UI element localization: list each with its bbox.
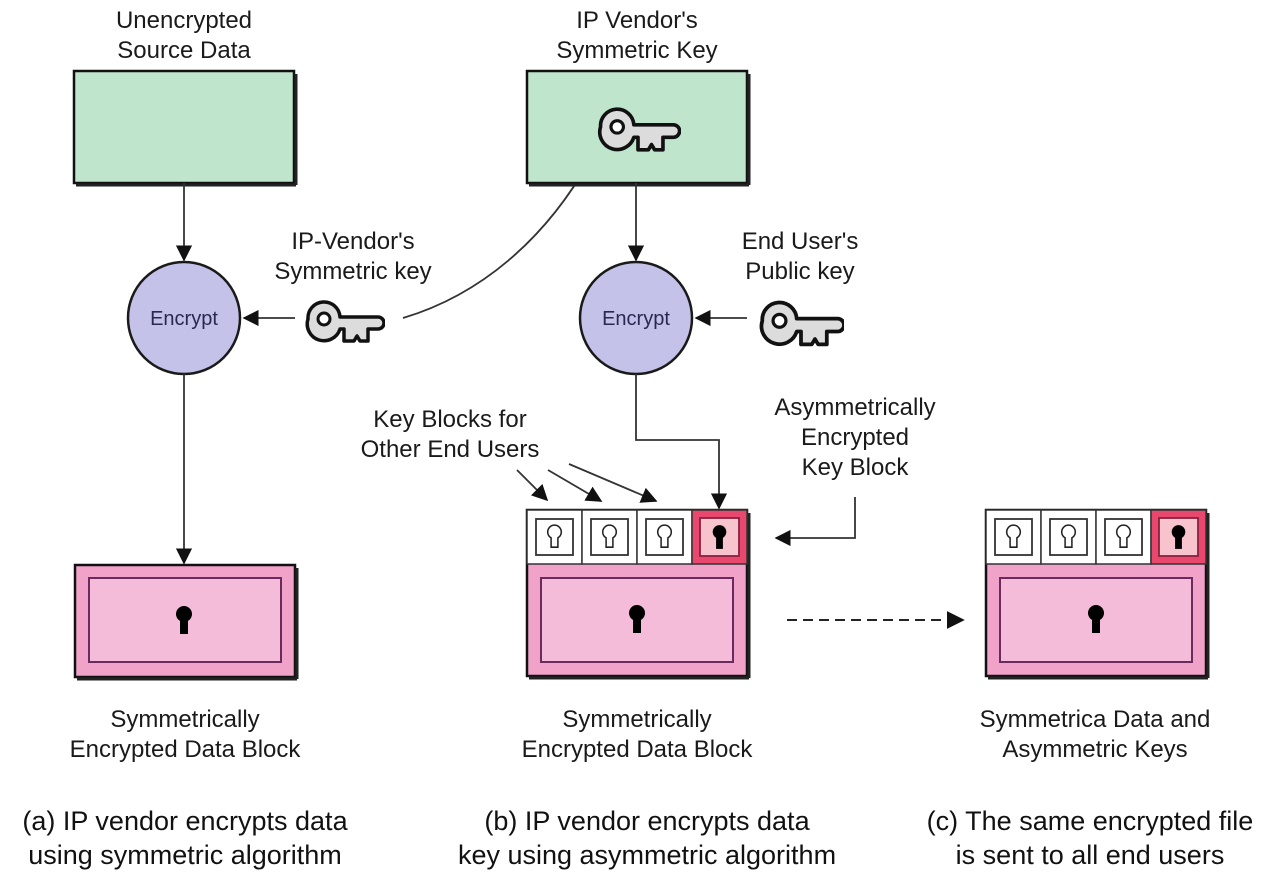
arrow-encrypt-to-asym-slot <box>635 374 728 510</box>
caption-line: using symmetric algorithm <box>28 840 342 870</box>
key-slot <box>636 509 693 565</box>
output-label-c: Symmetrica Data and Asymmetric Keys <box>940 705 1250 765</box>
label-line: Symmetrica Data and <box>979 706 1211 733</box>
arrow-key-blocks-2 <box>547 469 603 502</box>
panel-c <box>787 508 1210 680</box>
public-key-label: End User's Public key <box>710 227 890 287</box>
symmetric-key-icon <box>305 300 385 343</box>
arrow-key-blocks-1 <box>516 469 549 502</box>
asym-key-slot <box>691 509 748 565</box>
vendor-symmetric-key-label-b: IP Vendor's Symmetric Key <box>527 6 747 66</box>
key-slot <box>1095 509 1152 565</box>
public-key-icon <box>759 300 844 347</box>
label-line: IP Vendor's <box>576 7 698 34</box>
key-block-group-c <box>984 508 1210 680</box>
label-line: Key Blocks for <box>373 406 527 433</box>
output-label-b: Symmetrically Encrypted Data Block <box>487 705 787 765</box>
label-line: Unencrypted <box>115 7 253 34</box>
encrypt-text-a: Encrypt <box>150 308 218 330</box>
arrow-key-to-vendor-box <box>402 158 591 319</box>
label-line: Symmetrically <box>562 706 712 733</box>
caption-line: key using asymmetric algorithm <box>457 840 837 870</box>
panel-a: Encrypt <box>72 69 591 681</box>
arrow-asym-label-to-slot <box>774 497 856 547</box>
label-line: Symmetric key <box>274 258 432 285</box>
source-data-label: Unencrypted Source Data <box>84 6 284 66</box>
asym-key-block-label: Asymmetrically Encrypted Key Block <box>750 393 960 483</box>
label-line: Source Data <box>117 37 251 64</box>
key-blocks-label: Key Blocks for Other End Users <box>340 405 560 465</box>
encrypt-text-b: Encrypt <box>602 308 670 330</box>
key-slot <box>985 509 1042 565</box>
caption-line: is sent to all end users <box>955 840 1225 870</box>
caption-line: (c) The same encrypted file <box>926 806 1254 836</box>
asym-key-slot <box>1150 509 1207 565</box>
label-line: Public key <box>745 258 855 285</box>
label-line: Encrypted Data Block <box>69 736 301 763</box>
label-line: Other End Users <box>360 436 540 463</box>
caption-c: (c) The same encrypted file is sent to a… <box>900 804 1280 872</box>
key-block-group-b <box>525 508 751 680</box>
label-line: Symmetrically <box>110 706 260 733</box>
label-line: Encrypted Data Block <box>521 736 753 763</box>
label-line: Asymmetric Keys <box>1002 736 1188 763</box>
label-line: Symmetric Key <box>556 37 718 64</box>
vendor-symmetric-key-label-a: IP-Vendor's Symmetric key <box>248 227 458 287</box>
key-slot <box>526 509 583 565</box>
label-line: Encrypted <box>800 424 910 451</box>
label-line: End User's <box>741 228 859 255</box>
caption-a: (a) IP vendor encrypts data using symmet… <box>0 804 370 872</box>
label-line: IP-Vendor's <box>291 228 415 255</box>
arrow-key-blocks-3 <box>568 463 658 503</box>
label-line: Asymmetrically <box>774 394 936 421</box>
source-data-box <box>72 69 296 185</box>
key-slot <box>1040 509 1097 565</box>
label-line: Key Block <box>801 454 909 481</box>
caption-b: (b) IP vendor encrypts data key using as… <box>442 804 852 872</box>
panel-b: Encrypt <box>516 69 856 680</box>
output-label-a: Symmetrically Encrypted Data Block <box>35 705 335 765</box>
key-slot <box>581 509 638 565</box>
caption-line: (a) IP vendor encrypts data <box>22 806 348 836</box>
caption-line: (b) IP vendor encrypts data <box>484 806 810 836</box>
